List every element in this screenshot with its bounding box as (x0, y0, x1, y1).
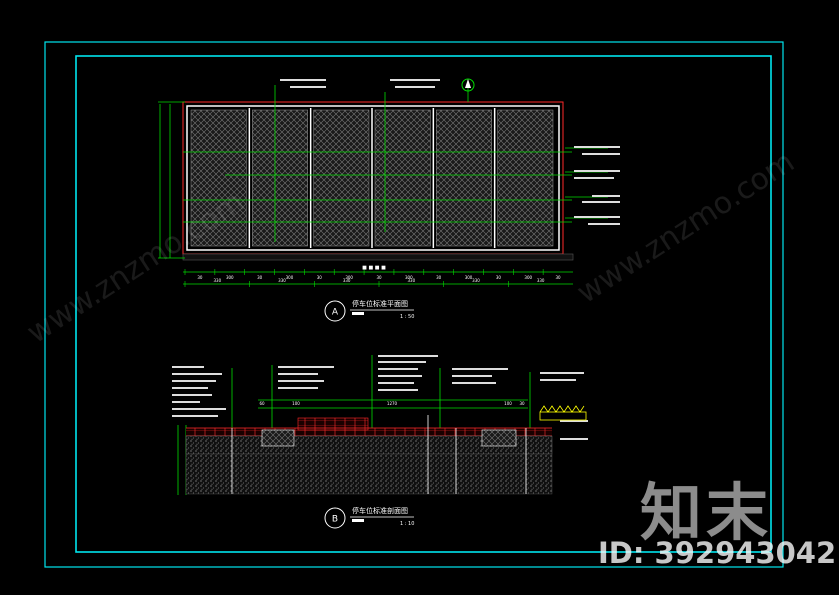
section-dim-label: 1270 (387, 401, 398, 406)
section-verticals (231, 415, 527, 494)
parking-bay (313, 109, 370, 247)
section-view: 60 100 1270 100 30 (172, 355, 588, 495)
plan-total-dim: ■ ■ ■ ■ (362, 265, 386, 271)
parking-bay (252, 109, 308, 247)
section-dimensions: 60 100 1270 100 30 (259, 401, 525, 406)
plan-annotations (280, 79, 620, 225)
plan-marker: A (332, 308, 339, 318)
plan-scale: 1 : 50 (400, 314, 414, 320)
inner-frame (75, 55, 772, 553)
dim-label: 30 (197, 275, 203, 280)
dim-label: 30 (257, 275, 263, 280)
section-dim-label: 30 (519, 401, 525, 406)
paving-layer (186, 428, 552, 436)
plan-dimensions: 30 300 30 300 30 300 30 300 30 300 30 300 30 330 330 33… (184, 269, 562, 287)
section-title: 停车位标准剖面图 (352, 506, 408, 515)
dim-label: 300 (345, 275, 353, 280)
dim-label: 330 (343, 278, 351, 283)
section-dim-label: 100 (292, 401, 300, 406)
dim-label: 330 (214, 278, 222, 283)
section-title-block: B 停车位标准剖面图 1 : 10 (324, 506, 414, 529)
dim-label: 330 (278, 278, 286, 283)
dim-label: 300 (226, 275, 234, 280)
dim-label: 30 (376, 275, 382, 280)
section-annotations (172, 355, 588, 440)
dim-label: 330 (472, 278, 480, 283)
plan-leaders (158, 80, 608, 259)
outer-frame (44, 41, 784, 568)
plan-title: 停车位标准平面图 (352, 299, 408, 308)
plan-scale-bar (352, 312, 364, 315)
parking-bays (190, 108, 554, 248)
section-dim-label: 100 (504, 401, 512, 406)
dim-label: 300 (286, 275, 294, 280)
parking-bay (374, 109, 431, 247)
section-scale: 1 : 10 (400, 521, 414, 527)
plan-marker-circle (324, 300, 346, 322)
section-marker-circle (324, 507, 346, 529)
section-scale-bar (352, 519, 364, 522)
plan-title-block: A 停车位标准平面图 1 : 50 (324, 299, 414, 322)
dim-label: 30 (317, 275, 323, 280)
plan-view: 30 300 30 300 30 300 30 300 30 300 30 300 30 330 330 33… (158, 78, 620, 287)
dim-label: 30 (496, 275, 502, 280)
watermark-brand-logo: 知末 (640, 476, 773, 549)
raised-paving (297, 417, 369, 431)
north-arrow-pointer (465, 79, 471, 88)
dim-label: 330 (408, 278, 416, 283)
planting-edge (539, 411, 587, 421)
grass-icon (539, 405, 585, 413)
kerb-left (261, 429, 295, 447)
dim-label: 30 (436, 275, 442, 280)
plan-dimension-lines (183, 271, 573, 285)
dim-label: 330 (537, 278, 545, 283)
parking-bay (436, 109, 492, 247)
watermark-id: ID: 392943042 (598, 536, 837, 570)
dim-label: 300 (405, 275, 413, 280)
kerb-right (481, 429, 517, 447)
parking-bay (190, 109, 247, 247)
parking-bay (497, 109, 554, 247)
plan-curb (182, 253, 574, 261)
dim-label: 300 (465, 275, 473, 280)
dim-label: 300 (524, 275, 532, 280)
dim-label: 30 (556, 275, 562, 280)
subbase-layer (185, 453, 553, 495)
section-marker: B (332, 515, 338, 525)
section-dim-label: 60 (259, 401, 265, 406)
